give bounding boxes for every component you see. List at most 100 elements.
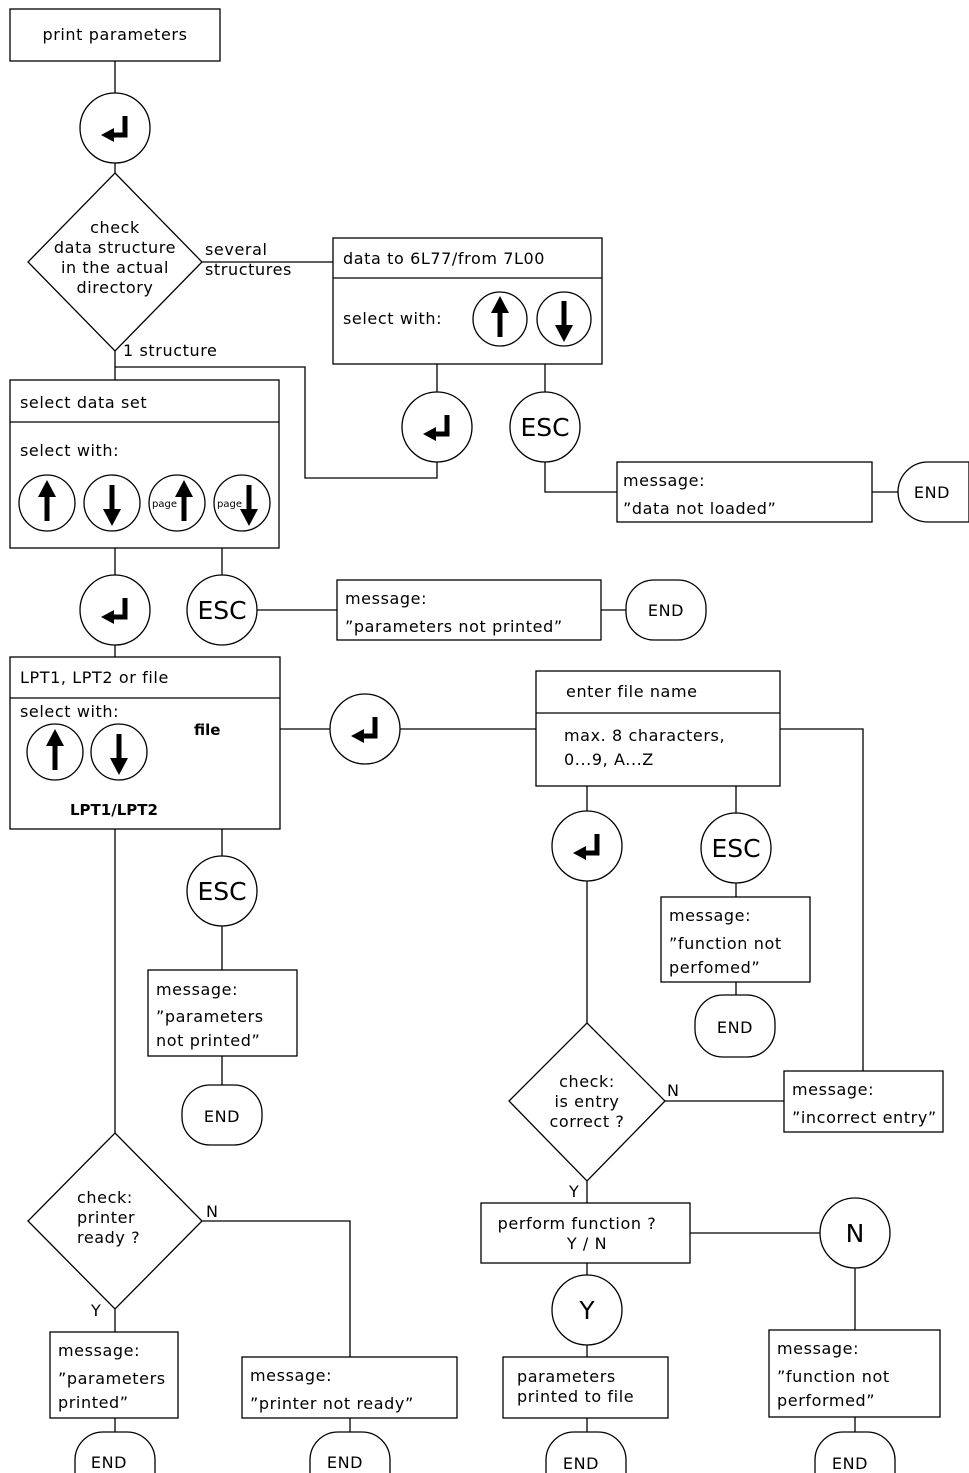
svg-text:perform function ?: perform function ?: [498, 1214, 657, 1233]
start-box: print parameters: [9, 8, 221, 62]
end-4: END: [181, 1084, 263, 1146]
svg-text:enter file name: enter file name: [566, 682, 698, 701]
msg-printer-not-ready: message: ”printer not ready”: [241, 1356, 458, 1419]
svg-text:message:: message:: [777, 1339, 859, 1358]
end-2: END: [625, 579, 707, 641]
svg-text:page: page: [152, 499, 177, 510]
svg-text:ESC: ESC: [711, 834, 760, 863]
svg-text:performed”: performed”: [777, 1391, 875, 1410]
msg-parameters-not-printed-2: message: ”parameters not printed”: [147, 969, 298, 1057]
svg-text:in the actual: in the actual: [61, 258, 169, 277]
page-up-key: [148, 474, 206, 532]
esc-key-2: ESC: [186, 574, 258, 646]
box-select-data-set: select data set select with: page page: [9, 379, 280, 549]
svg-text:select with:: select with:: [343, 309, 442, 328]
svg-text:check:: check:: [559, 1072, 615, 1091]
svg-text:”printer not ready”: ”printer not ready”: [250, 1394, 414, 1413]
key-n: N: [819, 1197, 891, 1269]
svg-text:ESC: ESC: [520, 413, 569, 442]
msg-incorrect-entry: message: ”incorrect entry”: [783, 1070, 944, 1133]
svg-text:select with:: select with:: [20, 441, 119, 460]
svg-text:Y: Y: [578, 1296, 595, 1325]
svg-text:page: page: [217, 499, 242, 510]
end-5: END: [74, 1431, 156, 1473]
connectors: [114, 61, 898, 1432]
svg-text:”function not: ”function not: [777, 1367, 890, 1386]
msg-data-not-loaded: message: ”data not loaded”: [616, 461, 873, 523]
svg-text:select with:: select with:: [20, 702, 119, 721]
svg-text:”function not: ”function not: [669, 934, 782, 953]
box-parameters-printed-to-file: parameters printed to file: [502, 1356, 669, 1419]
svg-text:data structure: data structure: [54, 238, 176, 257]
svg-text:file: file: [194, 721, 220, 739]
svg-text:correct ?: correct ?: [549, 1112, 624, 1131]
enter-key-1: [79, 92, 151, 164]
esc-key-1: ESC: [509, 391, 581, 463]
svg-text:”parameters: ”parameters: [58, 1369, 166, 1388]
enter-key-3: [79, 574, 151, 646]
svg-text:END: END: [91, 1453, 127, 1472]
svg-text:is entry: is entry: [555, 1092, 620, 1111]
svg-text:LPT1, LPT2 or file: LPT1, LPT2 or file: [20, 668, 169, 687]
svg-text:END: END: [832, 1454, 868, 1473]
svg-text:END: END: [563, 1454, 599, 1473]
label-several: several: [205, 240, 268, 259]
svg-text:END: END: [717, 1018, 753, 1037]
svg-text:message:: message:: [156, 980, 238, 999]
svg-text:END: END: [648, 601, 684, 620]
svg-text:parameters: parameters: [517, 1367, 616, 1386]
svg-text:”parameters: ”parameters: [156, 1007, 264, 1026]
svg-text:perfomed”: perfomed”: [669, 958, 760, 977]
svg-text:message:: message:: [623, 471, 705, 490]
svg-text:END: END: [327, 1453, 363, 1472]
svg-text:directory: directory: [77, 278, 154, 297]
svg-text:print parameters: print parameters: [42, 25, 187, 44]
svg-text:”incorrect entry”: ”incorrect entry”: [792, 1108, 937, 1127]
label-y-entry: Y: [568, 1182, 579, 1201]
svg-text:not printed”: not printed”: [156, 1031, 260, 1050]
svg-text:max. 8 characters,: max. 8 characters,: [564, 726, 725, 745]
msg-parameters-not-printed-1: message: ”parameters not printed”: [336, 579, 602, 641]
svg-text:message:: message:: [58, 1341, 140, 1360]
box-enter-file-name: enter file name max. 8 characters, 0...9…: [535, 670, 781, 787]
svg-text:printer: printer: [77, 1208, 135, 1227]
svg-text:ESC: ESC: [197, 596, 246, 625]
label-n-entry: N: [667, 1081, 680, 1100]
box-lpt-or-file: LPT1, LPT2 or file select with: file LPT…: [9, 656, 281, 830]
label-one-structure: 1 structure: [123, 341, 217, 360]
svg-text:LPT1/LPT2: LPT1/LPT2: [70, 801, 158, 819]
svg-text:END: END: [914, 483, 950, 502]
label-structures: structures: [205, 260, 292, 279]
decision-check-entry: check: is entry correct ?: [508, 1022, 666, 1182]
label-y-printer: Y: [90, 1301, 101, 1320]
end-1: END: [897, 461, 969, 523]
key-y: Y: [551, 1274, 623, 1346]
svg-text:”data not loaded”: ”data not loaded”: [623, 499, 776, 518]
esc-key-3: ESC: [700, 812, 772, 884]
svg-text:printed”: printed”: [58, 1393, 129, 1412]
svg-text:message:: message:: [345, 589, 427, 608]
svg-text:N: N: [846, 1219, 865, 1248]
decision-check-printer: check: printer ready ?: [27, 1132, 203, 1310]
svg-text:message:: message:: [669, 906, 751, 925]
box-data-to-from: data to 6L77/from 7L00 select with:: [332, 237, 603, 365]
page-down-key: [213, 474, 271, 532]
enter-key-2: [401, 391, 473, 463]
svg-text:”parameters not printed”: ”parameters not printed”: [345, 617, 563, 636]
end-6: END: [309, 1431, 391, 1473]
svg-text:ready ?: ready ?: [77, 1228, 140, 1247]
msg-function-not-perfomed: message: ”function not perfomed”: [660, 896, 811, 983]
svg-text:data to 6L77/from 7L00: data to 6L77/from 7L00: [343, 249, 545, 268]
msg-parameters-printed: message: ”parameters printed”: [49, 1331, 179, 1419]
box-perform-function: perform function ? Y / N: [480, 1202, 691, 1264]
end-3: END: [694, 994, 776, 1058]
svg-text:ESC: ESC: [197, 877, 246, 906]
end-8: END: [814, 1431, 896, 1473]
decision-check-structure: check data structure in the actual direc…: [27, 172, 203, 352]
enter-key-5: [551, 810, 623, 882]
svg-text:select data set: select data set: [20, 393, 147, 412]
enter-key-4: [329, 693, 401, 765]
end-7: END: [545, 1431, 627, 1473]
svg-text:check:: check:: [77, 1188, 133, 1207]
